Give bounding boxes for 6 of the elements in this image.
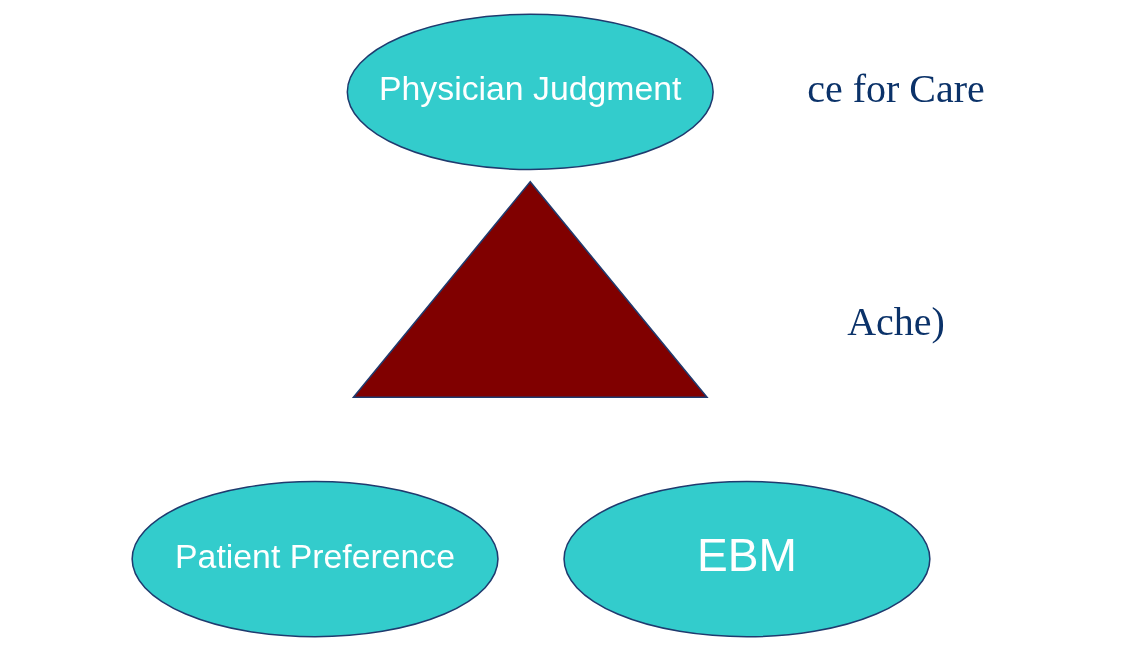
label: Ache) [847, 299, 945, 345]
node-ellipse: Patient Preference [131, 480, 499, 638]
label: ce for Care [807, 65, 985, 111]
node-ellipse: Physician Judgment [346, 13, 714, 171]
node-ellipse: EBM [563, 480, 931, 638]
node-triangle [351, 180, 709, 399]
